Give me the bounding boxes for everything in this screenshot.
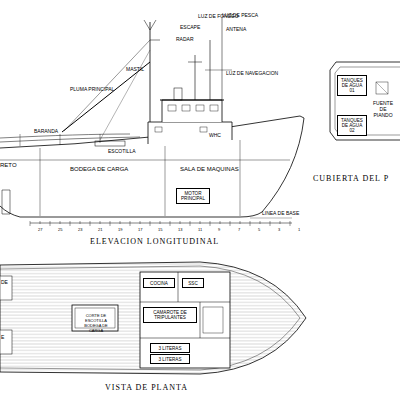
frame-number: 13 xyxy=(178,227,182,233)
part-label: LINEA DE BASE xyxy=(262,210,299,216)
compartment-box: TANQUES DE AGUA 01 xyxy=(337,75,367,96)
frame-number: 21 xyxy=(98,227,102,233)
compartment-box: 3 LITERAS xyxy=(150,354,190,364)
part-label: ESCAPE xyxy=(180,24,200,30)
ruler-tick xyxy=(210,221,211,226)
ruler-tick xyxy=(260,221,261,224)
compartment-name: SSC xyxy=(185,281,201,286)
compartment-name: TANQUES DE AGUA 02 xyxy=(340,118,364,134)
compartment-box: COCINA xyxy=(143,278,175,288)
compartment-box: 3 LITERAS xyxy=(150,343,190,353)
ruler-tick xyxy=(160,221,161,224)
part-label: ANTENA xyxy=(226,26,246,32)
frame-number: 7 xyxy=(238,227,240,233)
ruler-tick xyxy=(140,221,141,224)
ruler-tick xyxy=(90,221,91,226)
compartment-name: COCINA xyxy=(146,281,172,286)
part-label: BARANDA xyxy=(34,128,58,134)
frame-number: 23 xyxy=(78,227,82,233)
compartment-box: MOTOR PRINCIPAL xyxy=(176,188,210,204)
frame-number: 15 xyxy=(158,227,162,233)
ruler-tick xyxy=(120,221,121,224)
compartment-name: 3 LITERAS xyxy=(153,357,187,362)
frame-number: 19 xyxy=(118,227,122,233)
compartment-name: 3 LITERAS xyxy=(153,346,187,351)
ruler-tick xyxy=(130,221,131,226)
frame-number: 1 xyxy=(298,227,300,233)
ruler-tick xyxy=(290,221,291,226)
part-label: ESCOTILLA xyxy=(108,148,136,154)
view-title: ELEVACION LONGITUDINAL xyxy=(90,239,219,245)
ruler-tick xyxy=(60,221,61,224)
frame-number: 3 xyxy=(278,227,280,233)
ruler-tick xyxy=(100,221,101,224)
ruler-tick xyxy=(170,221,171,226)
ruler-tick xyxy=(270,221,271,226)
frame-number: 17 xyxy=(138,227,142,233)
frame-number: 27 xyxy=(38,227,42,233)
ruler-tick xyxy=(280,221,281,224)
part-label: BODEGA DE CARGA xyxy=(70,166,128,172)
part-label: FUENTE DE PIANDO xyxy=(373,100,393,118)
frame-number: 11 xyxy=(198,227,202,233)
part-label: SALA DE MAQUINAS xyxy=(180,166,239,172)
ruler-tick xyxy=(30,221,31,226)
compartment-box: SSC xyxy=(182,278,204,288)
ruler-tick xyxy=(180,221,181,224)
compartment-box: CAMAROTE DE TRIPULANTES xyxy=(143,307,197,323)
part-label: LUZ DE NAVEGACION xyxy=(226,70,278,76)
ruler-tick xyxy=(80,221,81,224)
view-title: VISTA DE PLANTA xyxy=(105,385,188,391)
compartment-name: TANQUES DE AGUA 01 xyxy=(340,78,364,94)
part-label: RADAR xyxy=(176,36,194,42)
ruler-tick xyxy=(240,221,241,224)
frame-number: 9 xyxy=(218,227,220,233)
part-label: WHC xyxy=(209,132,221,138)
part-label: MASTIL xyxy=(126,66,144,72)
view-title: CUBIERTA DEL P xyxy=(313,176,389,182)
compartment-name: MOTOR PRINCIPAL xyxy=(179,191,207,202)
ruler-tick xyxy=(220,221,221,224)
compartment-name: CAMAROTE DE TRIPULANTES xyxy=(146,310,194,321)
part-label: E xyxy=(1,334,4,340)
part-label: PLUMA PRINCIPAL xyxy=(70,86,114,92)
ruler-tick xyxy=(110,221,111,226)
ruler-tick xyxy=(200,221,201,224)
frame-number: 5 xyxy=(258,227,260,233)
ruler-tick xyxy=(250,221,251,226)
frame-number: 25 xyxy=(58,227,62,233)
part-label: CORTE DE ESCOTILLA BODEGA DE CARGA xyxy=(77,313,115,333)
part-label: DE xyxy=(1,279,8,285)
ruler-tick xyxy=(230,221,231,226)
ruler-tick xyxy=(150,221,151,226)
ruler-tick xyxy=(50,221,51,226)
compartment-box: TANQUES DE AGUA 02 xyxy=(337,115,367,136)
part-label: RETO xyxy=(0,162,17,168)
ruler-tick xyxy=(190,221,191,226)
ruler-tick xyxy=(40,221,41,224)
ruler-tick xyxy=(70,221,71,226)
part-label: LUZ DE FONDEO xyxy=(198,13,239,19)
